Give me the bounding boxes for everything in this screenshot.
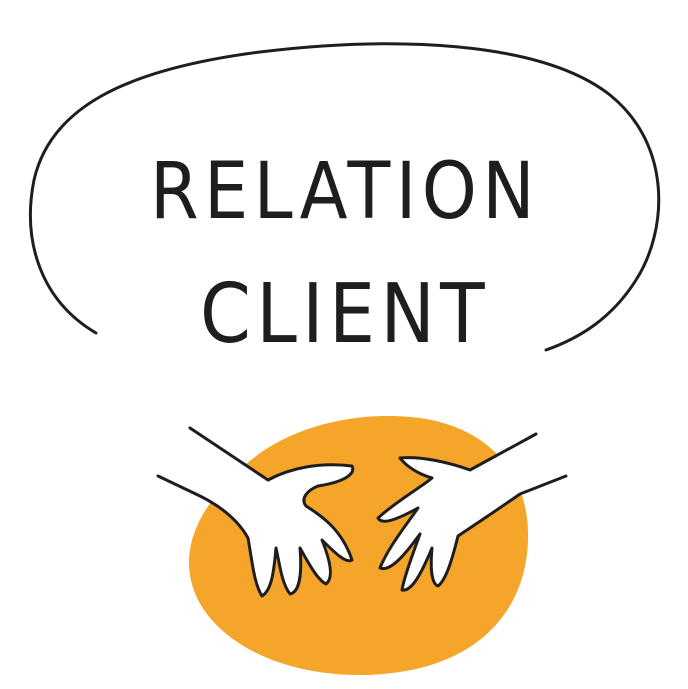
title-line-2: CLIENT [200, 267, 490, 362]
left-hand-icon [156, 426, 355, 598]
orange-blob-icon [189, 415, 529, 675]
right-hand-icon [376, 432, 568, 592]
title-line-1: RELATION [150, 147, 540, 237]
speech-bubble-icon [28, 42, 661, 352]
handshake-hands-icon [156, 426, 568, 598]
